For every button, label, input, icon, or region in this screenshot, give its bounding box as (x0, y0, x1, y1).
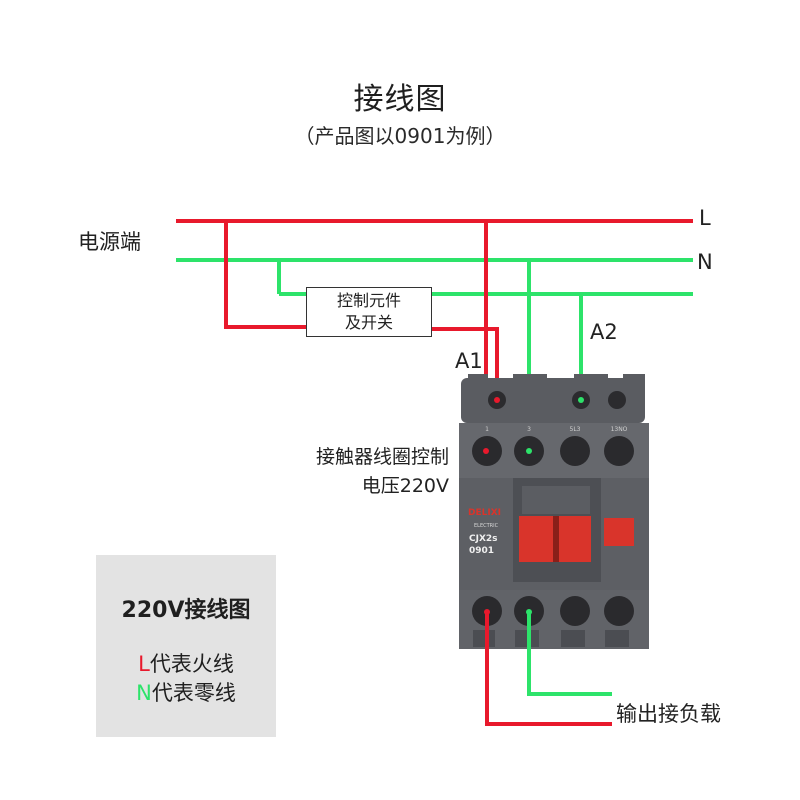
terminal-A2-label: A2 (590, 320, 618, 344)
contactor-mark-3: 3 (527, 426, 531, 433)
contactor-model-number: 0901 (469, 546, 494, 556)
coil-voltage-label-2: 电压220V (361, 475, 449, 497)
page-title: 接线图 (353, 82, 447, 117)
page-subtitle: （产品图以0901为例） (294, 124, 506, 148)
legend-live-letter: L (138, 652, 150, 676)
output-live-dot (484, 609, 490, 615)
control-element-label-1: 控制元件 (336, 291, 401, 310)
terminal-1-dot (483, 448, 489, 454)
terminal-3-dot (526, 448, 532, 454)
terminal-A2-dot (578, 397, 584, 403)
control-to-A1-wire (432, 327, 499, 398)
terminal-A1-label: A1 (455, 349, 483, 373)
legend-live-text: 代表火线 (149, 652, 234, 676)
live-branch-to-control (224, 221, 306, 329)
legend-neutral: N代表零线 (96, 677, 276, 707)
legend-neutral-text: 代表零线 (151, 681, 236, 705)
line-N-label: N (697, 250, 713, 274)
output-neutral-dot (526, 609, 532, 615)
contactor-mark-5: 5L3 (570, 426, 581, 433)
coil-voltage-label-1: 接触器线圈控制 (315, 446, 449, 468)
contactor-brand: DELIXI (468, 508, 501, 518)
contactor: 1 3 5L3 13NO DELIXI ELECTRIC CJX2s 0901 (459, 374, 649, 649)
control-element-label-2: 及开关 (344, 313, 393, 332)
line-L-label: L (699, 206, 711, 230)
output-neutral-wire (527, 612, 612, 696)
output-load-label: 输出接负载 (616, 702, 721, 726)
control-element-box: 控制元件 及开关 (306, 287, 432, 337)
contactor-mark-13: 13NO (611, 426, 628, 433)
legend-box (96, 555, 276, 737)
power-source-label: 电源端 (78, 230, 141, 254)
contactor-brand-sub: ELECTRIC (474, 523, 499, 529)
legend-neutral-letter: N (136, 681, 152, 705)
output-live-wire (485, 612, 612, 726)
legend-live: L代表火线 (96, 648, 276, 678)
contactor-mark-1: 1 (485, 426, 489, 433)
terminal-A1-dot (494, 397, 500, 403)
contactor-model: CJX2s (469, 534, 498, 544)
legend-title: 220V接线图 (121, 598, 251, 623)
